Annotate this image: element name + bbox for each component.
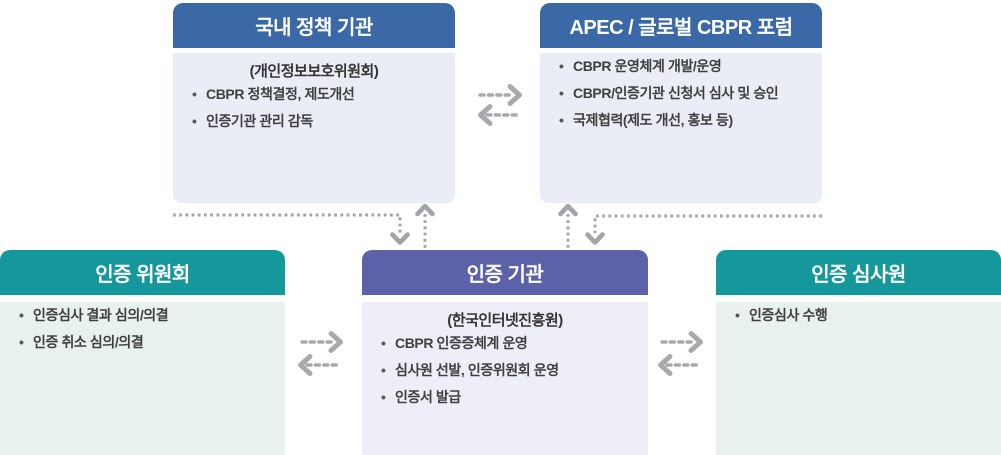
bullet-item: CBPR 정책결정, 제도개선 bbox=[192, 81, 447, 108]
box-cert-committee: 인증 위원회 인증심사 결과 심의/의결 인증 취소 심의/의결 bbox=[0, 250, 285, 455]
bullet-item: 인증 취소 심의/의결 bbox=[19, 329, 277, 356]
arrow-committee-certbody bbox=[298, 331, 343, 376]
box-apec-forum-body: CBPR 운영체계 개발/운영 CBPR/인증기관 신청서 심사 및 승인 국제… bbox=[540, 53, 822, 203]
bullet-list: CBPR 인증증체계 운영 심사원 선발, 인증위원회 운영 인증서 발급 bbox=[362, 330, 648, 411]
connector-apec-certbody bbox=[558, 203, 822, 249]
bullet-list: 인증심사 수행 bbox=[716, 302, 1001, 329]
box-cert-examiner-body: 인증심사 수행 bbox=[716, 302, 1001, 455]
box-cert-examiner-header: 인증 심사원 bbox=[716, 250, 1001, 295]
box-cert-body: 인증 기관 (한국인터넷진흥원) CBPR 인증증체계 운영 심사원 선발, 인… bbox=[362, 250, 648, 455]
arrow-certbody-examiner bbox=[658, 331, 703, 376]
bullet-item: 심사원 선발, 인증위원회 운영 bbox=[381, 357, 640, 384]
bullet-list: CBPR 운영체계 개발/운영 CBPR/인증기관 신청서 심사 및 승인 국제… bbox=[540, 53, 822, 134]
arrow-domestic-apec bbox=[478, 84, 522, 126]
box-cert-committee-body: 인증심사 결과 심의/의결 인증 취소 심의/의결 bbox=[0, 302, 285, 455]
box-apec-forum-header: APEC / 글로벌 CBPR 포럼 bbox=[540, 3, 822, 48]
bullet-item: 국제협력(제도 개선, 홍보 등) bbox=[559, 107, 814, 134]
bullet-list: 인증심사 결과 심의/의결 인증 취소 심의/의결 bbox=[0, 302, 285, 356]
bullet-item: CBPR 인증증체계 운영 bbox=[381, 330, 640, 357]
box-cert-body-header: 인증 기관 bbox=[362, 250, 648, 295]
box-title: 인증 심사원 bbox=[811, 264, 906, 286]
bullet-list: CBPR 정책결정, 제도개선 인증기관 관리 감독 bbox=[173, 81, 455, 135]
box-subtitle: (한국인터넷진흥원) bbox=[447, 312, 563, 329]
bullet-item: 인증기관 관리 감독 bbox=[192, 108, 447, 135]
box-apec-forum: APEC / 글로벌 CBPR 포럼 CBPR 운영체계 개발/운영 CBPR/… bbox=[540, 3, 822, 203]
box-title: APEC / 글로벌 CBPR 포럼 bbox=[569, 17, 793, 39]
box-title: 인증 위원회 bbox=[95, 264, 190, 286]
box-subtitle: (개인정보보호위원회) bbox=[249, 63, 379, 80]
bullet-item: 인증심사 결과 심의/의결 bbox=[19, 302, 277, 329]
bullet-item: CBPR/인증기관 신청서 심사 및 승인 bbox=[559, 80, 814, 107]
box-title: 인증 기관 bbox=[466, 264, 544, 286]
bullet-item: 인증서 발급 bbox=[381, 384, 640, 411]
box-cert-committee-header: 인증 위원회 bbox=[0, 250, 285, 295]
box-domestic-policy-body: (개인정보보호위원회) CBPR 정책결정, 제도개선 인증기관 관리 감독 bbox=[173, 53, 455, 203]
bullet-item: CBPR 운영체계 개발/운영 bbox=[559, 53, 814, 80]
box-cert-body-body: (한국인터넷진흥원) CBPR 인증증체계 운영 심사원 선발, 인증위원회 운… bbox=[362, 302, 648, 455]
box-domestic-policy: 국내 정책 기관 (개인정보보호위원회) CBPR 정책결정, 제도개선 인증기… bbox=[173, 3, 455, 203]
bullet-item: 인증심사 수행 bbox=[735, 302, 993, 329]
box-cert-examiner: 인증 심사원 인증심사 수행 bbox=[716, 250, 1001, 455]
box-domestic-policy-header: 국내 정책 기관 bbox=[173, 3, 455, 48]
box-title: 국내 정책 기관 bbox=[255, 17, 373, 39]
connector-domestic-certbody bbox=[173, 203, 435, 249]
